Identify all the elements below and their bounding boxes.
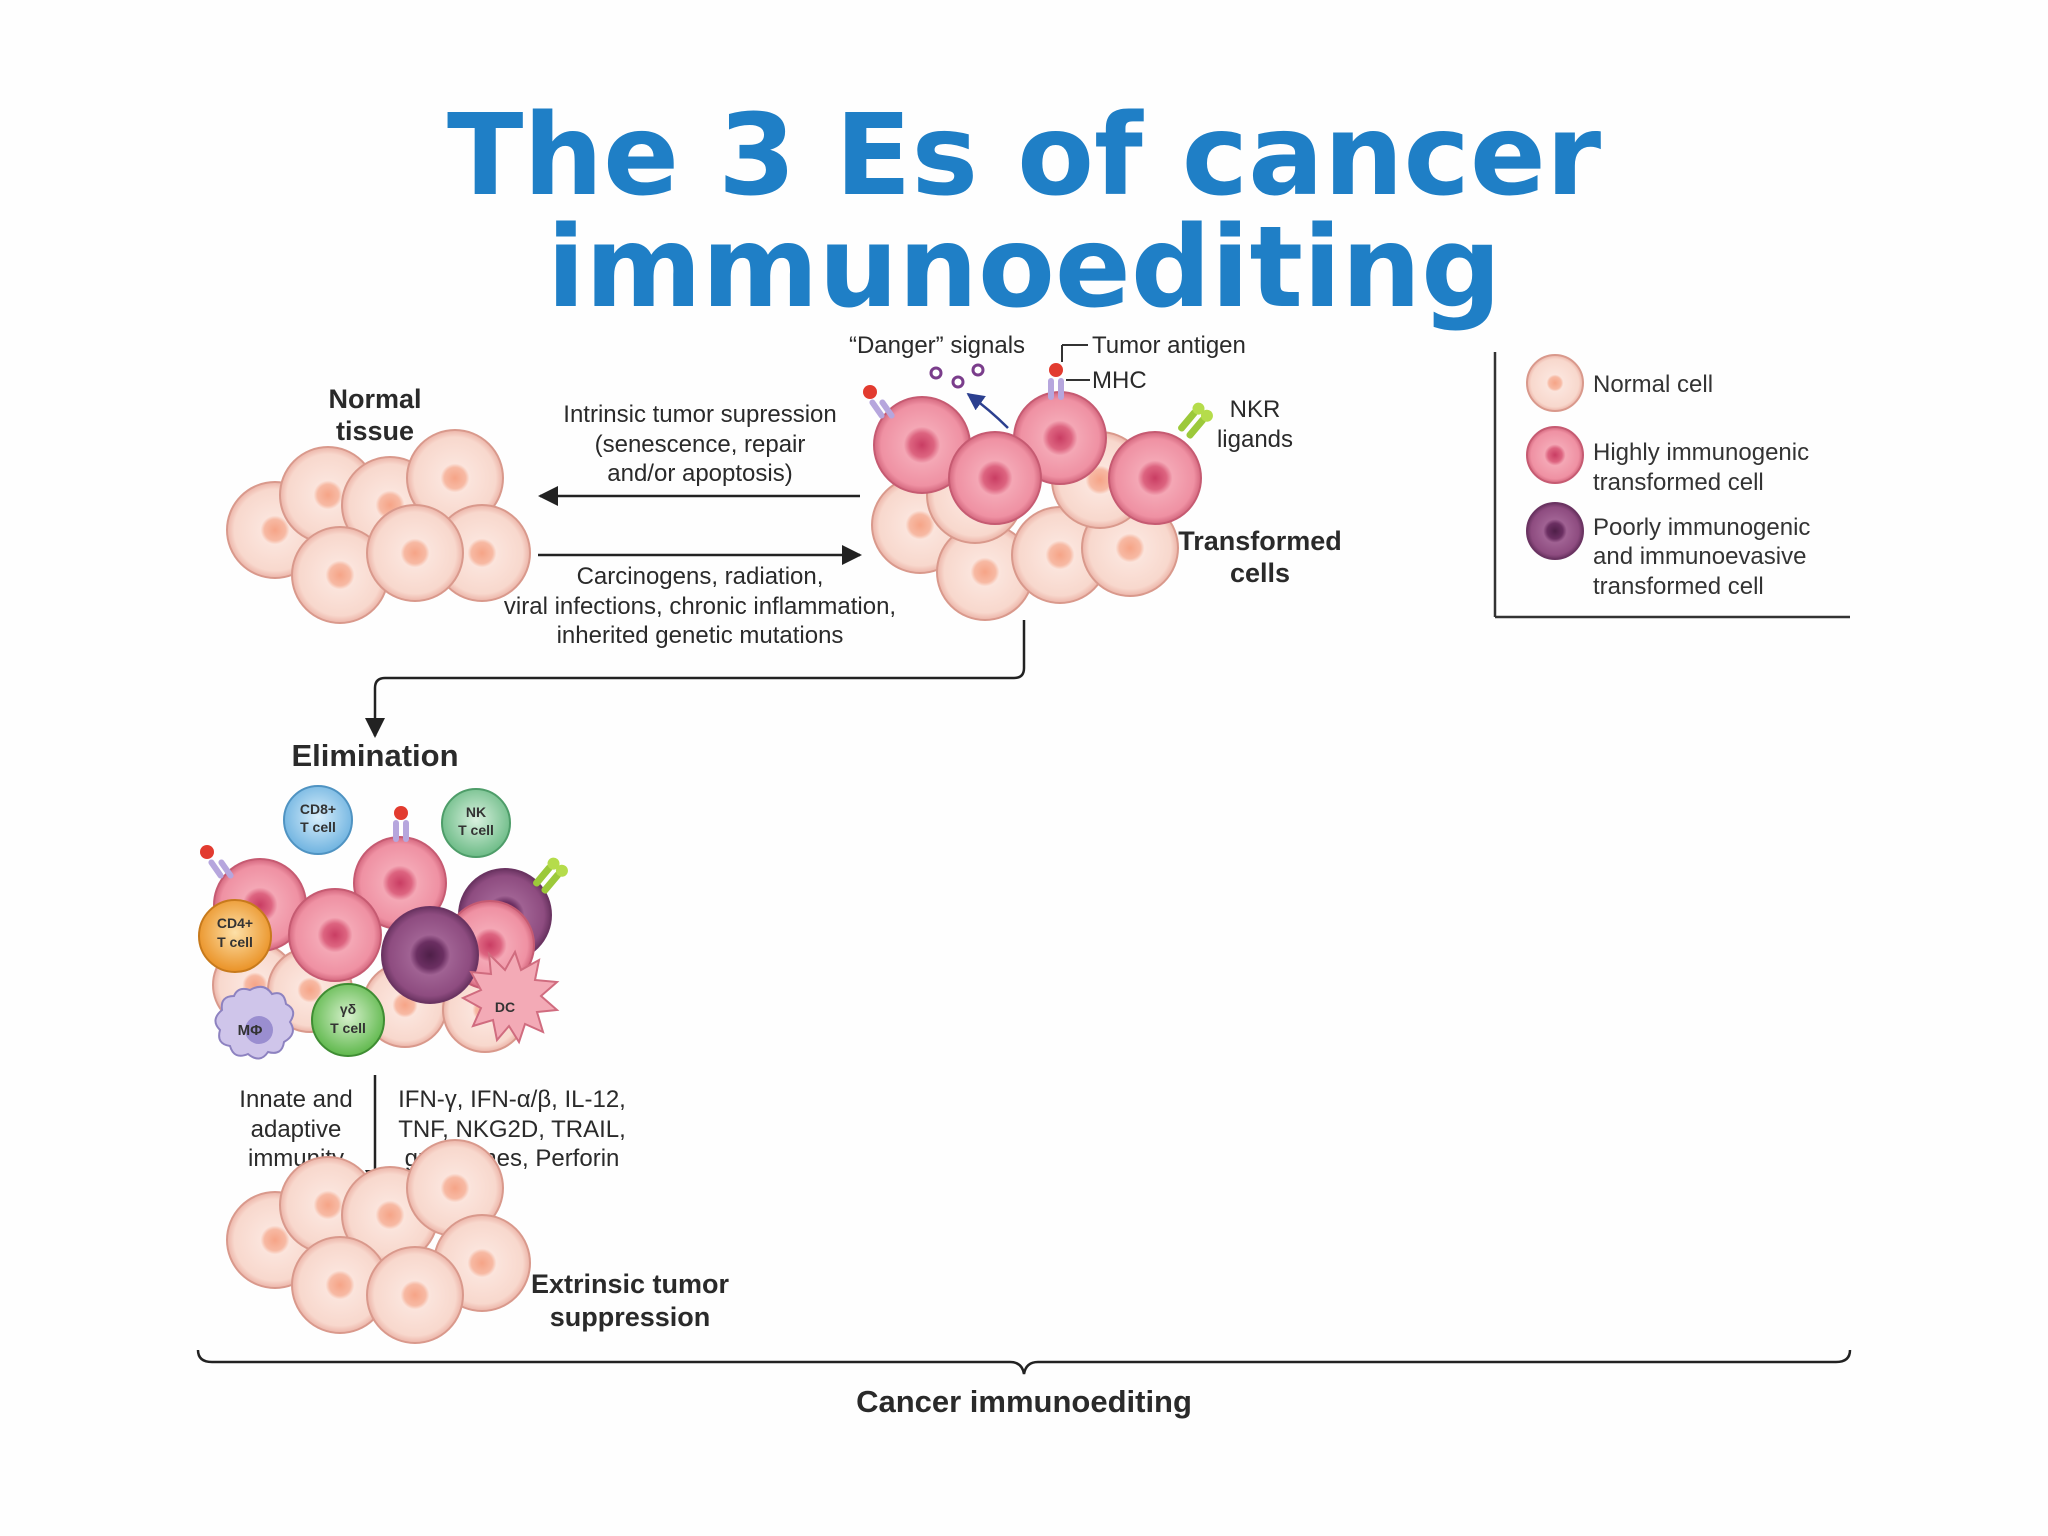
tumor-antigen-dot: [1049, 363, 1063, 377]
cancer-immunoediting-brace: [196, 1349, 1852, 1375]
intrinsic-label-2: (senescence, repair: [595, 431, 806, 458]
innate-label-2: adaptive: [251, 1116, 342, 1143]
to-elimination-arrow: [365, 620, 1026, 738]
danger-signals-label: “Danger” signals: [849, 332, 1025, 359]
poorly-immunogenic-cell: [381, 906, 479, 1004]
highly-immunogenic-cell: [1108, 431, 1202, 525]
normal-tissue-label-2: tissue: [336, 416, 414, 446]
cd8-label-2: T cell: [300, 819, 336, 835]
danger-signals: [929, 363, 985, 389]
cd4-label-1: CD4+: [217, 915, 253, 931]
cd8-t-cell: CD8+ T cell: [283, 785, 353, 855]
legend-normal-label: Normal cell: [1593, 371, 1713, 398]
extrinsic-suppression-cluster: [226, 1139, 531, 1344]
gamma-delta-t-cell: γδ T cell: [311, 983, 385, 1057]
macrophage: MΦ: [214, 985, 295, 1060]
mhc-receptor: [393, 806, 409, 842]
nkr-ligand: [1178, 402, 1213, 439]
nkr-label-2: ligands: [1217, 426, 1293, 453]
tumor-antigen-dot: [863, 385, 877, 399]
transformed-label-2: cells: [1230, 558, 1290, 588]
carcinogens-label-3: inherited genetic mutations: [557, 622, 844, 649]
legend: Normal cell Highly immunogenic transform…: [1493, 352, 1850, 619]
highly-immunogenic-cell: [288, 888, 382, 982]
normal-tissue-label-1: Normal: [328, 384, 421, 414]
carcinogens-label-2: viral infections, chronic inflammation,: [504, 593, 896, 620]
legend-poorly-label-3: transformed cell: [1593, 573, 1764, 600]
nk-label-1: NK: [466, 804, 486, 820]
transformed-cells-cluster: [871, 391, 1202, 621]
tumor-antigen-dot: [394, 806, 408, 820]
cd4-label-2: T cell: [217, 934, 253, 950]
gd-label-1: γδ: [340, 1001, 356, 1017]
cytokines-label-2: TNF, NKG2D, TRAIL,: [398, 1116, 626, 1143]
nkr-ligand: [533, 857, 568, 894]
gd-label-2: T cell: [330, 1020, 366, 1036]
dendritic-cell: DC: [460, 949, 560, 1045]
macrophage-label: MΦ: [238, 1022, 263, 1039]
dc-label: DC: [495, 999, 515, 1015]
extrinsic-label-2: suppression: [550, 1302, 711, 1332]
slide-title: The 3 Es of cancer immunoediting: [446, 91, 1602, 333]
carcinogens-label-1: Carcinogens, radiation,: [577, 563, 824, 590]
mhc-receptor: [200, 845, 234, 879]
tumor-antigen-dot: [200, 845, 214, 859]
cancer-immunoediting-label: Cancer immunoediting: [856, 1384, 1192, 1419]
mhc-label: MHC: [1092, 367, 1147, 394]
legend-normal-swatch: [1526, 354, 1584, 412]
tumor-antigen-label: Tumor antigen: [1092, 332, 1246, 359]
legend-highly-label-1: Highly immunogenic: [1593, 439, 1809, 466]
legend-poorly-label-1: Poorly immunogenic: [1593, 514, 1810, 541]
extrinsic-label-1: Extrinsic tumor: [531, 1269, 730, 1299]
elimination-label: Elimination: [291, 738, 458, 773]
danger-signal-arrow: [966, 392, 1009, 429]
legend-poorly-swatch: [1526, 502, 1584, 560]
legend-highly-label-2: transformed cell: [1593, 469, 1764, 496]
legend-highly-swatch: [1526, 426, 1584, 484]
transformed-label-1: Transformed: [1178, 526, 1342, 556]
nk-label-2: T cell: [458, 822, 494, 838]
normal-cell: [366, 1246, 464, 1344]
cd8-label-1: CD8+: [300, 801, 336, 817]
highly-immunogenic-cell: [948, 431, 1042, 525]
normal-cell: [366, 504, 464, 602]
mhc-receptor: [863, 385, 895, 419]
legend-poorly-label-2: and immunoevasive: [1593, 543, 1806, 570]
intrinsic-label-1: Intrinsic tumor supression: [563, 401, 836, 428]
nk-t-cell: NK T cell: [441, 788, 511, 858]
normal-tissue-cluster: [226, 429, 531, 624]
cd4-t-cell: CD4+ T cell: [198, 899, 272, 973]
nkr-label-1: NKR: [1230, 396, 1281, 423]
mhc-receptor: [1048, 363, 1064, 400]
cytokines-label-1: IFN-γ, IFN-α/β, IL-12,: [398, 1086, 626, 1113]
intrinsic-label-3: and/or apoptosis): [607, 460, 792, 487]
innate-label-1: Innate and: [239, 1086, 352, 1113]
